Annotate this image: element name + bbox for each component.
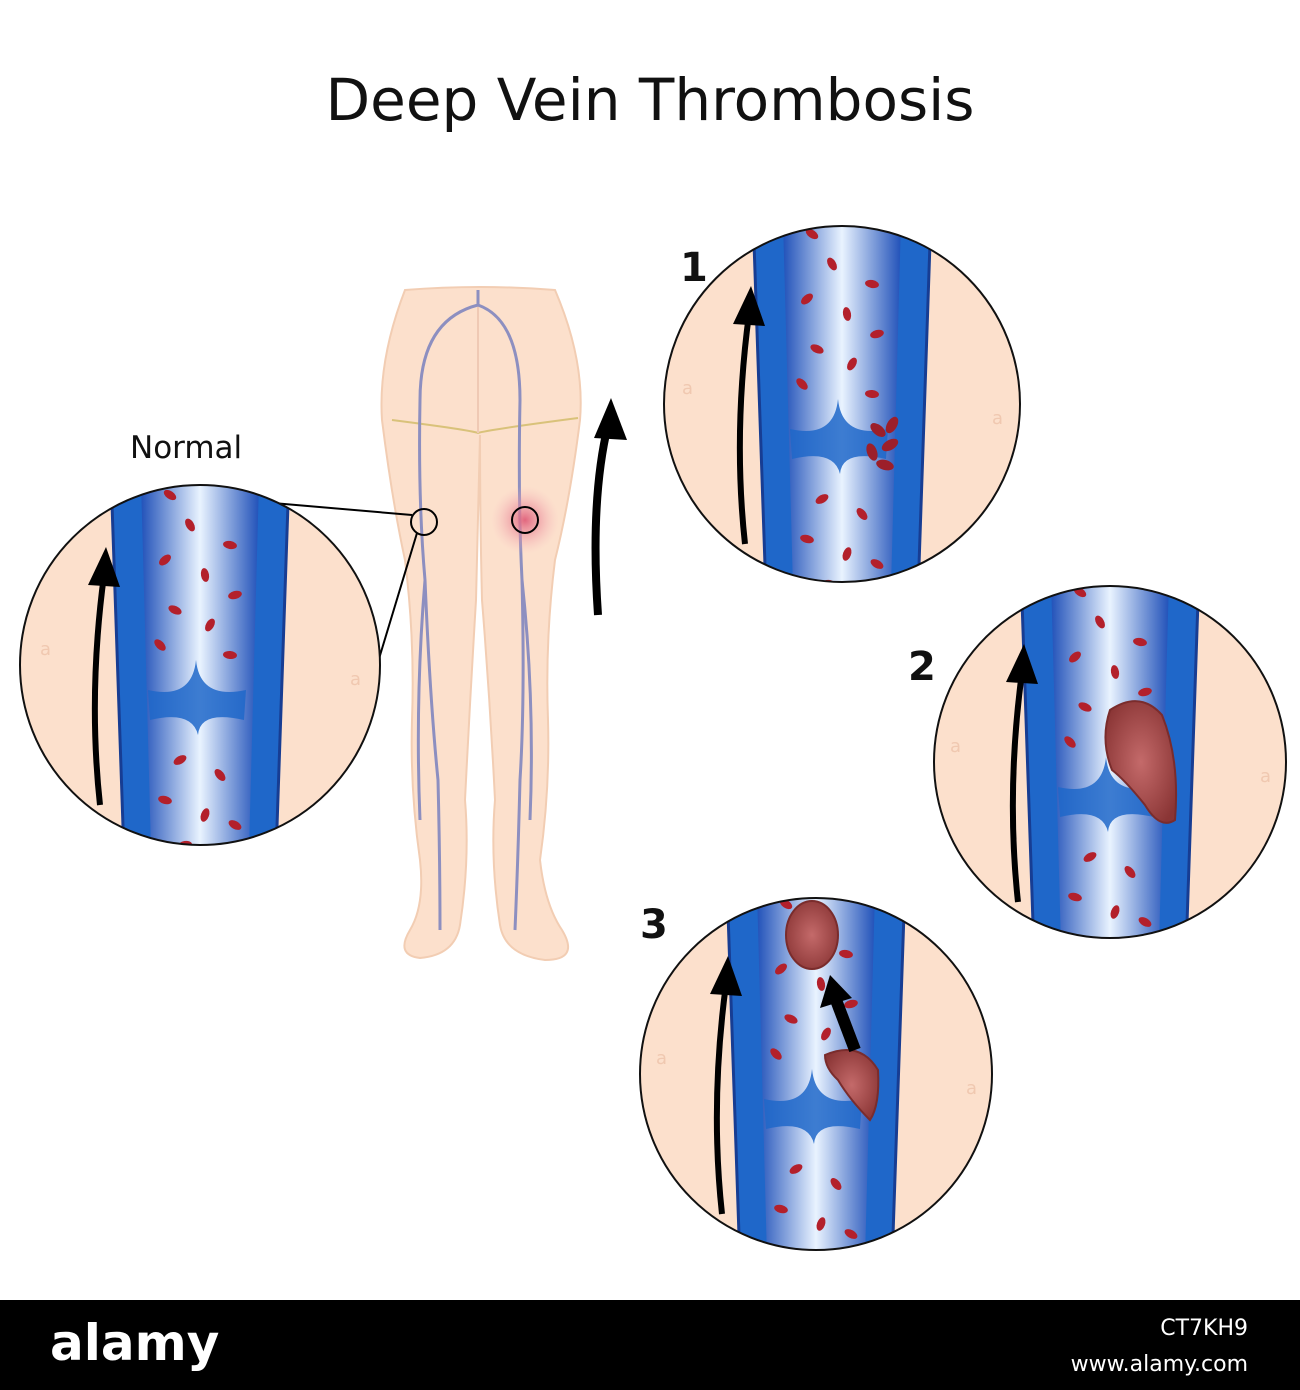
normal-vein-circle bbox=[19, 484, 381, 846]
progression-arrow bbox=[591, 398, 627, 616]
brand-logo: alamy bbox=[50, 1314, 220, 1372]
watermark-footer: alamy CT7KH9 www.alamy.com bbox=[0, 1300, 1300, 1390]
image-id: CT7KH9 bbox=[1160, 1316, 1248, 1341]
page-title: Deep Vein Thrombosis bbox=[325, 66, 975, 134]
stage-1-circle bbox=[663, 225, 1021, 583]
illustration: a a bbox=[19, 225, 1287, 1251]
normal-label: Normal bbox=[130, 430, 243, 466]
stage-3-circle bbox=[639, 897, 993, 1251]
stage-1-label: 1 bbox=[680, 245, 708, 291]
legs-illustration bbox=[214, 286, 582, 962]
footer-url: www.alamy.com bbox=[1070, 1352, 1248, 1377]
stage-2-circle bbox=[933, 585, 1287, 939]
stage-3-label: 3 bbox=[640, 902, 668, 948]
stage-2-label: 2 bbox=[908, 644, 936, 690]
